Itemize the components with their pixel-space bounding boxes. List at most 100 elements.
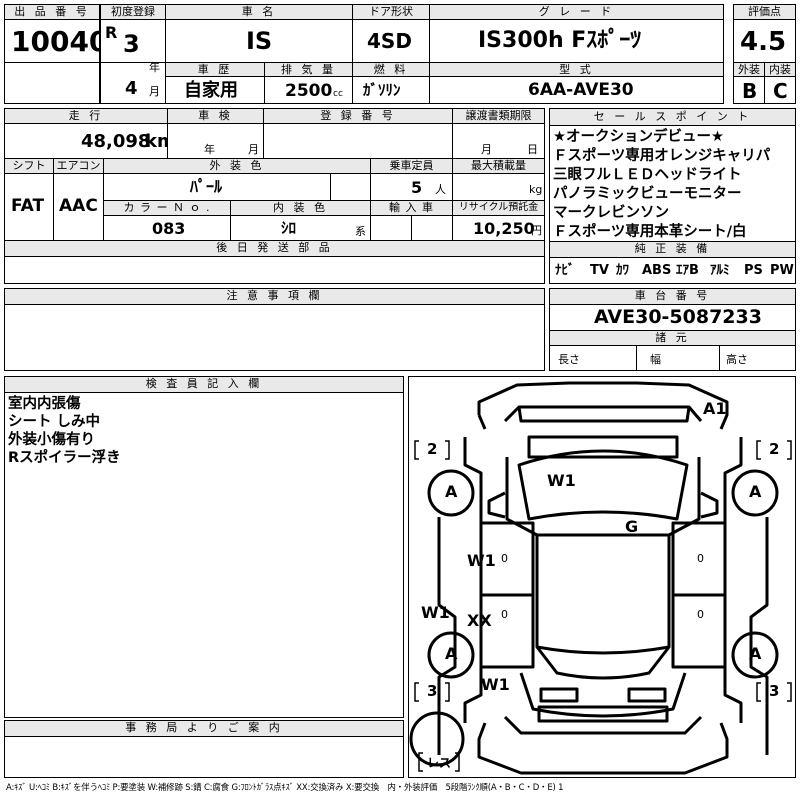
ac-value: AAC xyxy=(59,196,98,216)
mileage-value: 48,098 xyxy=(81,131,151,152)
damage-mark-w1-side: W1 xyxy=(421,603,450,622)
notes-label: 注 意 事 項 欄 xyxy=(4,288,545,305)
lot-no-value: 10040 xyxy=(11,25,109,58)
score-label: 評価点 xyxy=(733,4,796,20)
transfer-month-unit: 月 xyxy=(481,143,492,156)
lot-no-blank xyxy=(4,62,100,104)
max-load-unit: kg xyxy=(529,183,543,196)
car-name-value: IS xyxy=(246,27,273,55)
first-reg-month-unit: 月 xyxy=(149,85,160,98)
ac-label: エアコン xyxy=(53,158,104,174)
door-label: ドア形状 xyxy=(352,4,430,20)
exterior-value: B xyxy=(742,79,758,103)
tread-front-right: 2 xyxy=(769,440,780,458)
tread-front-left: 2 xyxy=(427,440,438,458)
equipment-item: ﾅﾋﾞ xyxy=(555,263,575,278)
equipment-label: 純 正 装 備 xyxy=(549,241,796,258)
car-diagram: A1 W1 G W1 W1 XX W1 A A A A 2 2 3 3 0 0 … xyxy=(408,376,796,778)
first-reg-era: R xyxy=(105,23,118,42)
model-value: 6AA-AVE30 xyxy=(528,80,634,100)
model-label: 型 式 xyxy=(429,62,724,77)
registration-label: 登 録 番 号 xyxy=(263,108,453,124)
displacement-label: 排 気 量 xyxy=(264,62,353,77)
equipment-item: ｶﾜ xyxy=(616,263,629,278)
later-parts-box xyxy=(4,256,545,284)
int-color-value: ｼﾛ xyxy=(281,219,297,237)
spec-box: 長さ 幅 高さ xyxy=(549,345,796,371)
inspector-box: 室内内張傷 シート しみ中 外装小傷有り Rスポイラー浮き xyxy=(4,392,404,718)
length-label: 長さ xyxy=(558,353,580,366)
sales-point-line: Ｆスポーツ専用オレンジキャリパ xyxy=(553,148,771,164)
inspector-line: Rスポイラー浮き xyxy=(8,450,121,466)
equipment-item: PS xyxy=(744,263,763,278)
transfer-label: 譲渡書類期限 xyxy=(452,108,545,124)
tire-front-left: A xyxy=(445,482,458,501)
lot-no-label: 出 品 番 号 xyxy=(4,4,100,20)
door-mark: 0 xyxy=(501,552,508,565)
displacement-box: 2500 cc xyxy=(264,76,353,104)
interior-value: C xyxy=(773,79,788,103)
int-color-label: 内 装 色 xyxy=(230,200,371,216)
fuel-value: ｶﾞｿﾘﾝ xyxy=(363,81,401,99)
score-box: 4.5 xyxy=(733,19,796,63)
color-no-label: カ ラ ー Ｎ ｏ . xyxy=(103,200,231,216)
tire-rear-left: A xyxy=(445,644,458,663)
tread-rear-left: 3 xyxy=(427,682,438,700)
mileage-label: 走 行 xyxy=(4,108,168,124)
int-color-box: ｼﾛ 系 xyxy=(230,215,371,241)
spare-tire-label: レス xyxy=(427,756,452,770)
shift-box: FAT xyxy=(4,173,54,241)
inspection-label: 車 検 xyxy=(167,108,264,124)
door-mark: 0 xyxy=(697,552,704,565)
inspection-month-unit: 月 xyxy=(248,143,259,156)
chassis-box: AVE30-5087233 xyxy=(549,304,796,331)
car-name-box: IS xyxy=(165,19,353,63)
capacity-box: 5 人 xyxy=(370,173,453,201)
ext-color-value: ﾊﾟｰﾙ xyxy=(190,177,223,196)
door-value: 4SD xyxy=(367,29,412,53)
car-name-label: 車 名 xyxy=(165,4,353,20)
damage-mark-xx: XX xyxy=(467,611,492,630)
exterior-box: B xyxy=(733,76,765,104)
equipment-item: ｴｱB xyxy=(676,263,699,278)
recycle-unit: 円 xyxy=(531,224,542,237)
capacity-value: 5 xyxy=(411,178,423,197)
lot-no-box: 10040 xyxy=(4,19,108,63)
sales-point-line: 三眼フルＬＥＤヘッドライト xyxy=(553,167,742,183)
recycle-value: 10,250 xyxy=(473,219,535,238)
max-load-label: 最大積載量 xyxy=(452,158,545,174)
inspector-line: シート しみ中 xyxy=(8,414,101,430)
legend-text: A:ｷｽﾞ U:ﾍｺﾐ B:ｷｽﾞを伴うﾍｺﾐ P:要塗装 W:補修跡 S:錆 … xyxy=(6,783,564,793)
grade-box: IS300h Fｽﾎﾟｰﾂ xyxy=(429,19,724,63)
history-label: 車 歴 xyxy=(165,62,265,77)
displacement-value: 2500 xyxy=(285,81,333,101)
sales-point-line: ★オークションデビュー★ xyxy=(553,129,724,145)
door-mark: 0 xyxy=(697,608,704,621)
capacity-unit: 人 xyxy=(435,183,446,196)
first-reg-box: R 3 年 4 月 xyxy=(100,19,166,104)
shift-label: シフト xyxy=(4,158,54,174)
grade-value: IS300h Fｽﾎﾟｰﾂ xyxy=(478,28,642,53)
inspector-line: 外装小傷有り xyxy=(8,432,95,448)
first-reg-month: 4 xyxy=(125,78,138,99)
equipment-item: PW xyxy=(770,263,794,278)
tire-front-right: A xyxy=(749,482,762,501)
first-reg-year: 3 xyxy=(123,30,140,58)
int-color-unit: 系 xyxy=(355,225,366,238)
equipment-item: ABS xyxy=(642,263,672,278)
recycle-box: 10,250 円 xyxy=(452,215,545,241)
damage-mark-w1-left: W1 xyxy=(467,551,496,570)
mileage-box: 48,098 km xyxy=(4,123,176,159)
history-value: 自家用 xyxy=(184,80,238,101)
inspection-year-unit: 年 xyxy=(204,143,215,156)
tread-rear-right: 3 xyxy=(769,682,780,700)
capacity-label: 乗車定員 xyxy=(370,158,453,174)
chassis-value: AVE30-5087233 xyxy=(594,306,762,328)
sales-point-line: Ｆスポーツ専用本革シート/白 xyxy=(553,224,747,240)
history-box: 自家用 xyxy=(165,76,265,104)
interior-label: 内装 xyxy=(764,62,796,77)
tire-rear-right: A xyxy=(749,644,762,663)
equipment-item: ｱﾙﾐ xyxy=(710,263,730,278)
sales-points-box: ★オークションデビュー★ Ｆスポーツ専用オレンジキャリパ 三眼フルＬＥＤヘッドラ… xyxy=(549,125,796,242)
sales-points-label: セ ー ル ス ポ イ ン ト xyxy=(549,108,796,126)
